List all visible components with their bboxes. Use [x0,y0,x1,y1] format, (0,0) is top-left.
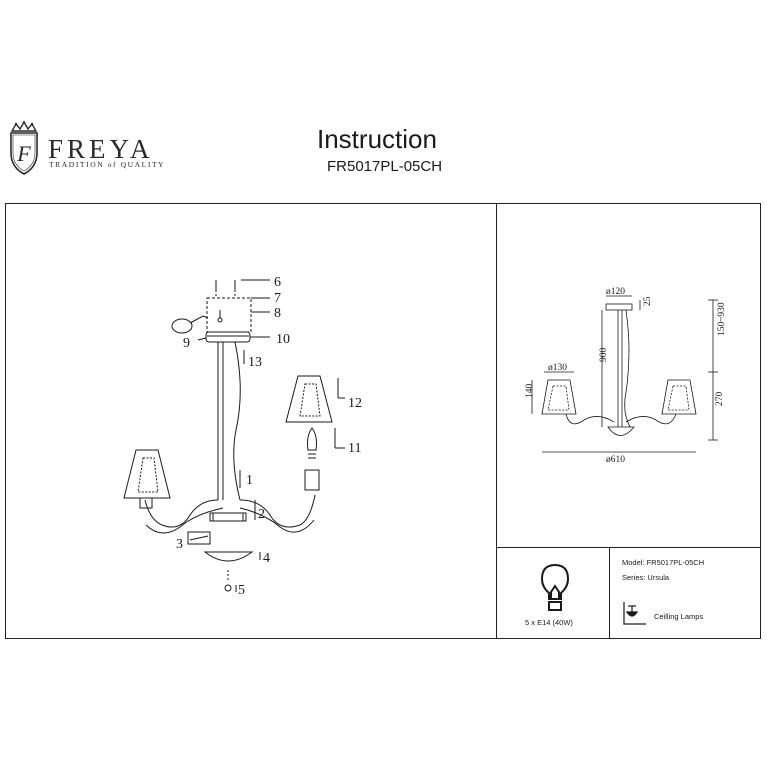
ceiling-lamp-icon [623,602,646,625]
brand-name: FREYA [48,134,154,164]
part-label-13: 13 [248,355,262,370]
part-label-6: 6 [274,275,281,290]
page-title: Instruction [317,124,437,154]
part-label-12: 12 [348,396,362,411]
dim-canopy-diameter: ø120 [606,287,625,297]
dim-overall-height: 150~930 [717,302,727,336]
part-label-3: 3 [176,537,183,552]
category-label: Ceilling Lamps [654,612,704,621]
lamp-spec: 5 x E14 (40W) [525,618,573,627]
frame-divider-vertical [496,203,497,639]
dim-shade-diameter: ø130 [548,363,567,373]
info-divider [609,547,610,639]
page-subtitle: FR5017PL-05CH [327,158,443,175]
brand-tagline: TRADITION of QUALITY [49,160,166,169]
part-label-2: 2 [258,507,265,522]
part-label-4: 4 [263,551,270,566]
dim-shade-height: 140 [525,384,535,399]
light-bulb-icon [540,563,570,611]
part-label-8: 8 [274,306,281,321]
part-label-11: 11 [348,441,361,456]
part-label-7: 7 [274,291,281,306]
dim-rod-length: 900 [599,348,609,363]
model-label: Model: FR5017PL-05CH [622,558,705,567]
logo-emblem: F [10,121,38,175]
dim-body-height: 270 [715,392,725,407]
assembly-diagram: 1 2 3 4 5 6 7 8 9 10 11 12 13 [123,275,362,598]
part-label-5: 5 [238,583,245,598]
part-label-1: 1 [246,473,253,488]
logo-letter: F [16,141,31,166]
frame-divider-horizontal [496,547,761,548]
part-label-10: 10 [276,332,290,347]
dimension-drawing: ø120 25 900 150~930 270 ø130 140 ø610 [525,287,727,465]
dim-canopy-height: 25 [643,296,653,306]
dim-total-width: ø610 [606,455,625,465]
diagram-frame [5,203,761,639]
series-label: Series: Ursula [622,573,670,582]
part-label-9: 9 [183,336,190,351]
